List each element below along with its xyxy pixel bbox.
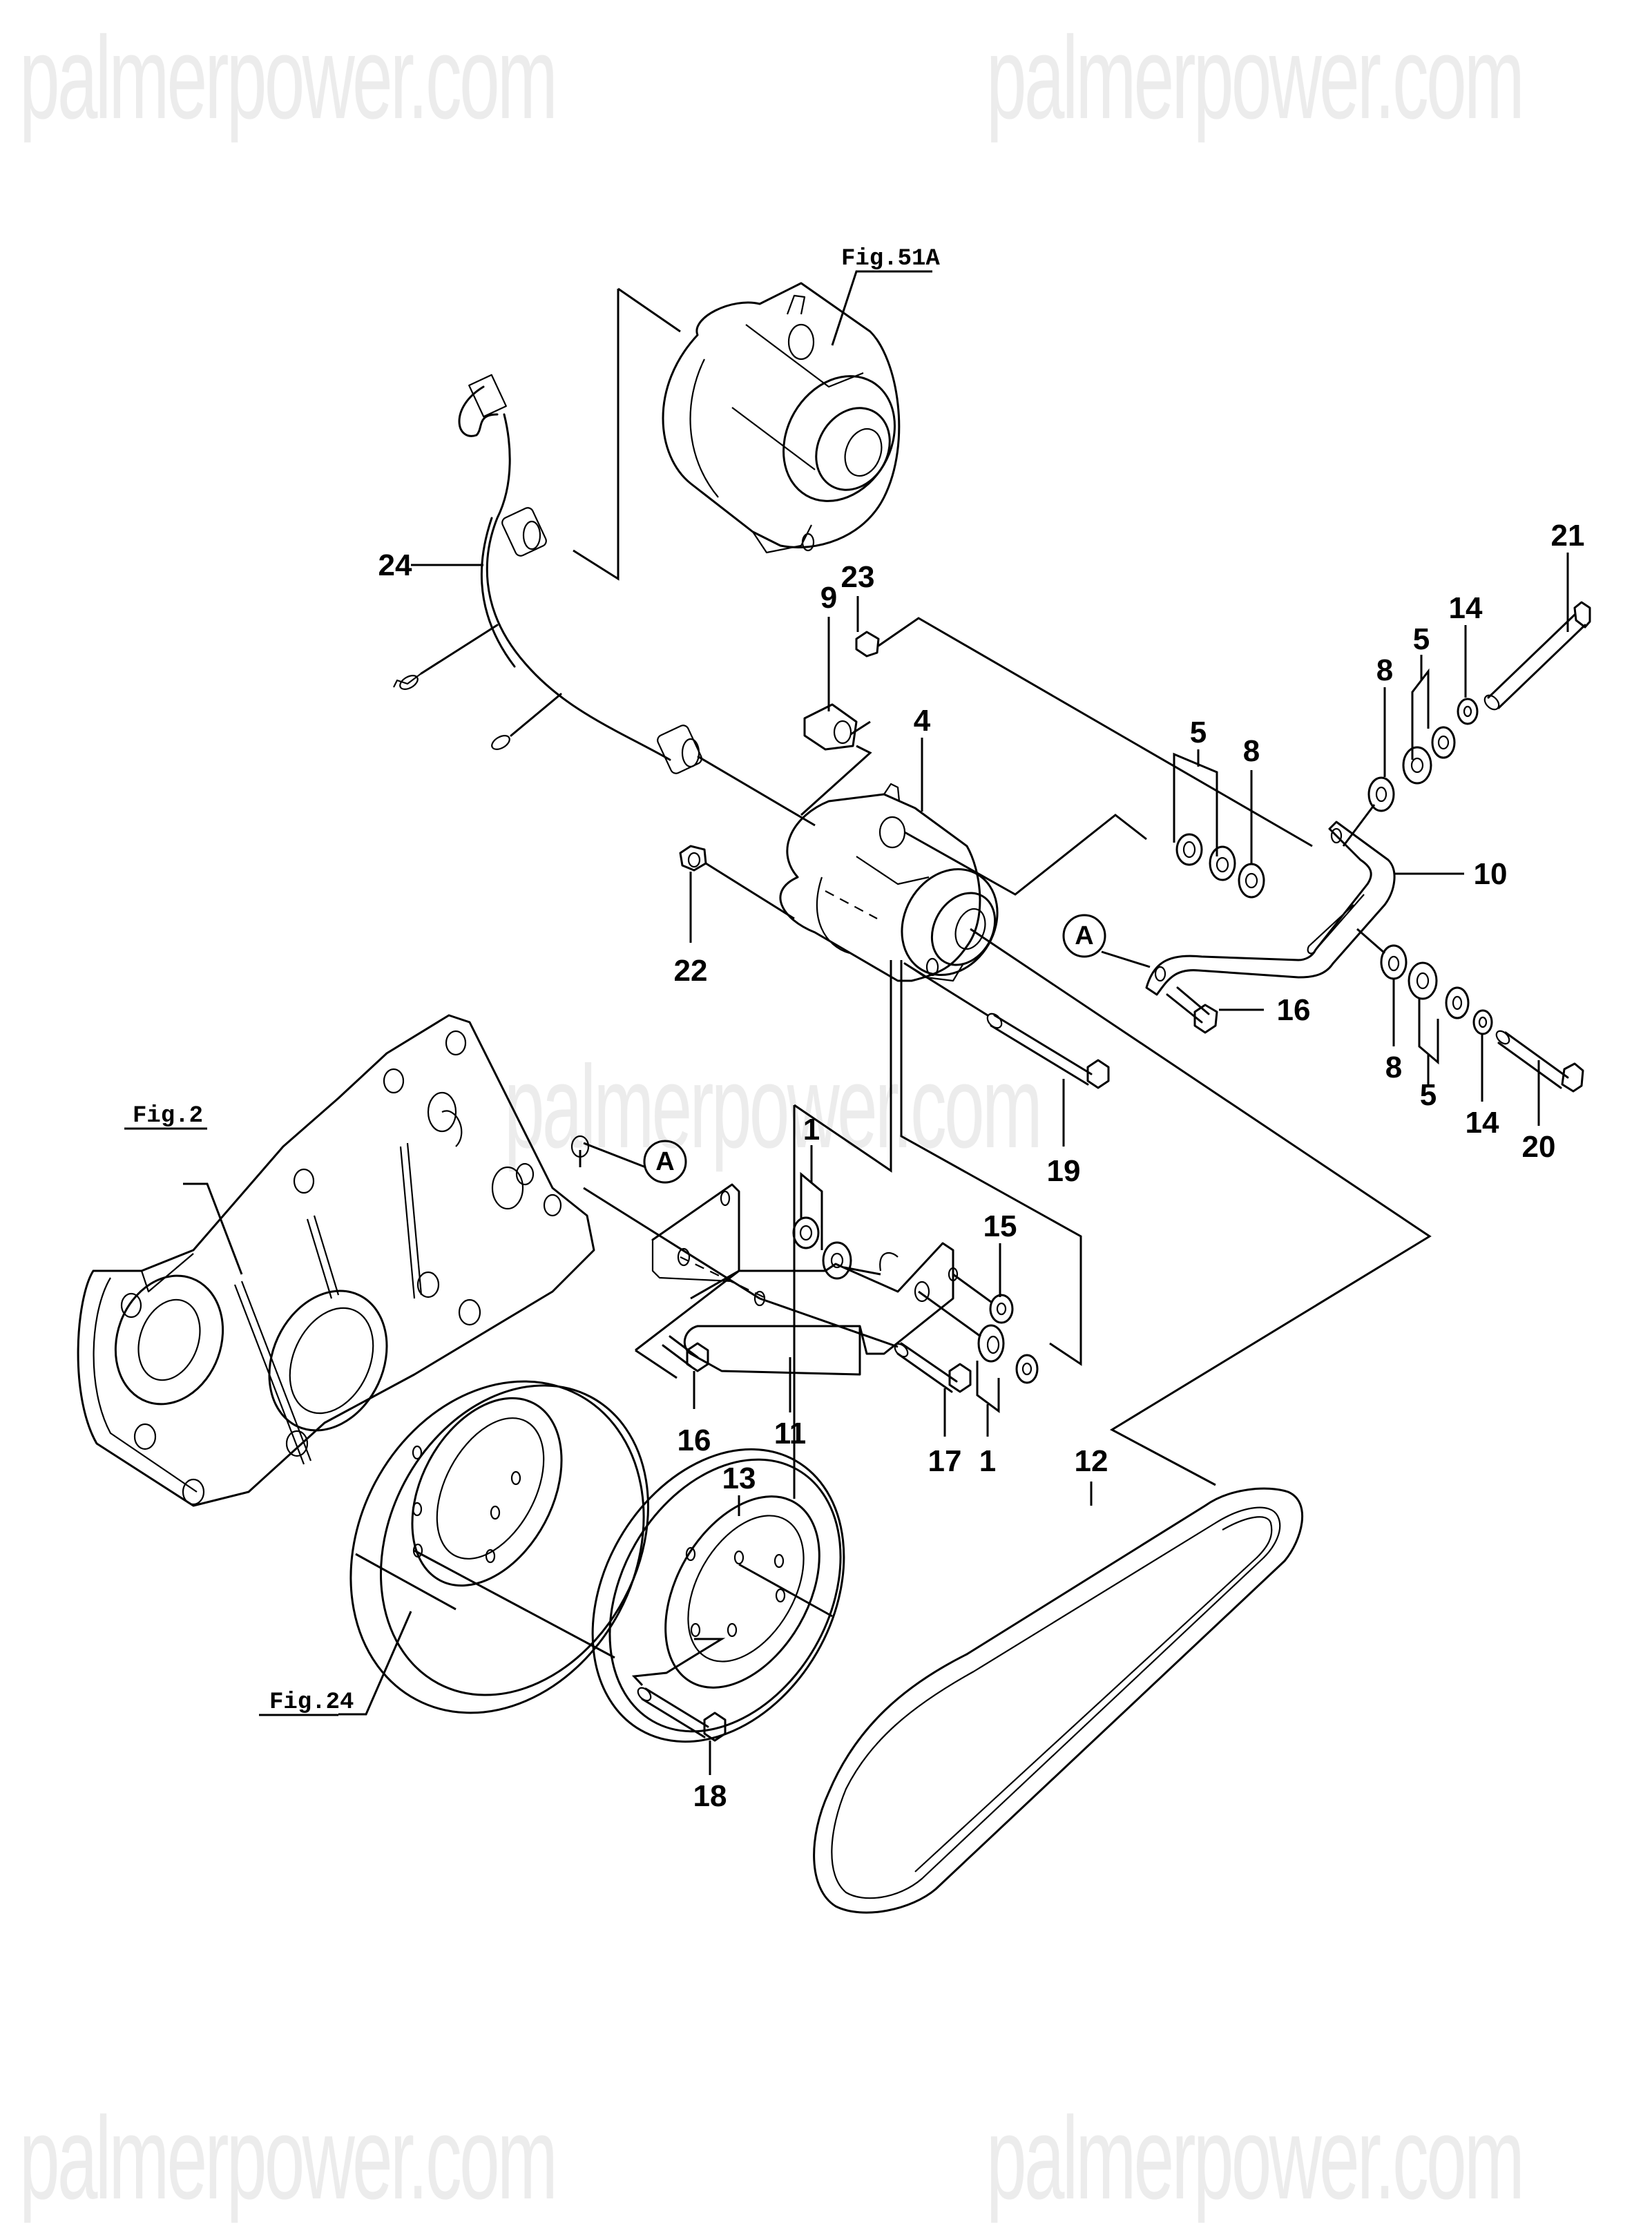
fig24-reference-label: Fig.24 — [269, 1689, 354, 1716]
reference-alternator-fig51a — [662, 282, 901, 554]
part-label-5-upper: 5 — [1190, 716, 1207, 749]
washer-1-lower — [977, 1324, 1039, 1384]
part-label-1-upper: 1 — [803, 1113, 820, 1147]
part-label-20: 20 — [1522, 1130, 1556, 1164]
part-label-22: 22 — [674, 954, 708, 988]
svg-text:A: A — [655, 1147, 674, 1176]
watermark-top-left: palmerpower.com — [19, 12, 558, 144]
fig2-leader — [183, 1182, 243, 1275]
crankshaft-damper-fig24 — [349, 1380, 649, 1714]
part-label-16-right: 16 — [1277, 993, 1311, 1027]
washer-15 — [989, 1294, 1014, 1324]
part-label-21: 21 — [1551, 519, 1585, 553]
bolt-17 — [894, 1342, 972, 1393]
washer-14-lower — [1472, 1009, 1493, 1035]
washer-5-upper-left — [1175, 833, 1236, 881]
washer-8-upper-right — [1367, 776, 1395, 812]
part-label-15: 15 — [983, 1209, 1017, 1243]
part-label-4: 4 — [914, 704, 931, 738]
part-label-8-lower: 8 — [1385, 1051, 1402, 1084]
part-label-10: 10 — [1474, 857, 1508, 891]
washer-8-lower — [1380, 944, 1408, 980]
reference-marker-a-right: A — [1062, 914, 1106, 958]
part-label-8-upper-mid: 8 — [1243, 734, 1260, 768]
fig24-leader — [338, 1611, 412, 1716]
harness-connector-bracket-line — [573, 289, 620, 581]
v-belt-12 — [813, 1487, 1304, 1914]
wire-harness-24 — [393, 374, 702, 774]
bolt-20 — [1495, 1030, 1584, 1093]
fig2-reference-label: Fig.2 — [133, 1103, 203, 1129]
part-label-9: 9 — [820, 581, 837, 615]
part-label-12: 12 — [1075, 1444, 1108, 1478]
watermark-top-right: palmerpower.com — [986, 12, 1525, 144]
reference-marker-a-left: A — [643, 1140, 687, 1184]
part-label-16-left: 16 — [678, 1423, 711, 1457]
part-label-17: 17 — [928, 1444, 962, 1478]
washer-8-upper-mid — [1238, 863, 1265, 899]
part-label-24: 24 — [378, 548, 412, 582]
spacer-9 — [803, 703, 858, 751]
bolt-16-left — [662, 1335, 709, 1372]
washer-5-upper-right — [1402, 726, 1456, 785]
bolt-19 — [903, 962, 1110, 1089]
nut-23-to-bracket-line — [878, 617, 1313, 847]
alternator-4 — [779, 783, 999, 982]
part-label-23: 23 — [841, 560, 875, 594]
washer-14-upper — [1457, 698, 1479, 725]
bolt-16-right — [1166, 986, 1218, 1034]
part-label-13: 13 — [722, 1461, 756, 1495]
part-label-8-upper-right: 8 — [1376, 653, 1393, 687]
part-label-14-upper: 14 — [1449, 591, 1483, 625]
nut-23 — [855, 631, 880, 658]
part-label-5-lower: 5 — [1420, 1078, 1437, 1112]
part-label-11: 11 — [774, 1417, 807, 1450]
bolt-18 — [637, 1687, 727, 1742]
part-label-5-upper-right: 5 — [1413, 622, 1430, 656]
part-label-19: 19 — [1047, 1154, 1081, 1188]
washer-1-upper — [792, 1216, 852, 1280]
fig51a-leader — [831, 270, 932, 346]
part-label-18: 18 — [693, 1779, 727, 1813]
svg-text:A: A — [1075, 921, 1093, 950]
washer-5-lower — [1408, 961, 1470, 1019]
nut-22 — [679, 845, 707, 872]
gear-case-cover-fig2 — [77, 1014, 595, 1507]
adjusting-bracket-10 — [1145, 821, 1396, 996]
part-label-1-lower: 1 — [979, 1444, 996, 1478]
fig51a-reference-label: Fig.51A — [841, 246, 940, 272]
part-label-14-lower: 14 — [1466, 1106, 1499, 1140]
bolt-21 — [1483, 601, 1591, 711]
alternator-bracket-11 — [651, 1183, 959, 1376]
v-pulley-13 — [591, 1448, 845, 1743]
